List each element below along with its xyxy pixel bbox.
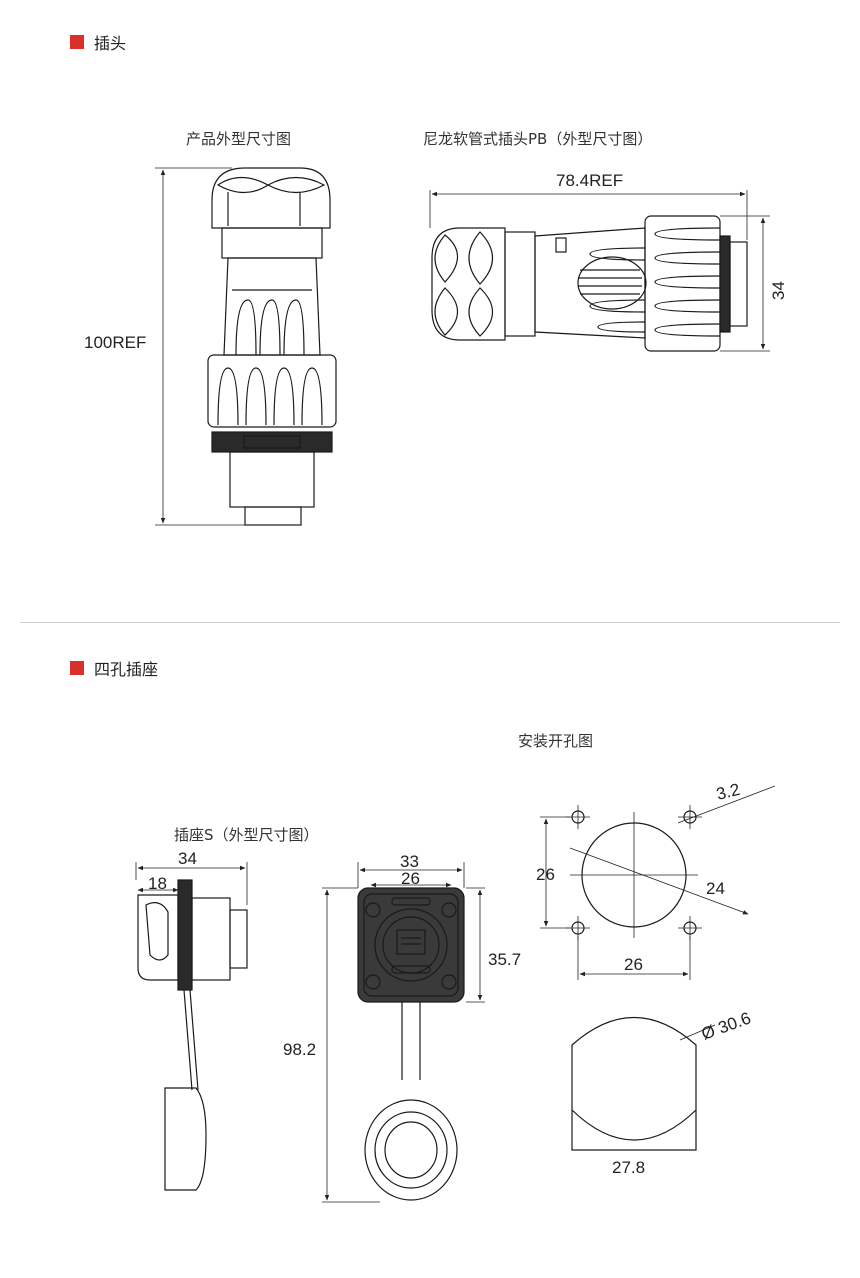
ring-grooves [217, 367, 323, 426]
cutout-shape [571, 1017, 697, 1141]
side-total-label: 34 [178, 849, 197, 868]
plug-horizontal-drawing [429, 190, 770, 352]
dust-cap [164, 1087, 207, 1191]
caption-outline: 产品外型尺寸图 [186, 130, 292, 148]
cutout-extension [571, 1110, 697, 1151]
red-square-icon [70, 661, 84, 675]
front-height-label: 35.7 [488, 950, 521, 969]
section-heading-socket: 四孔插座 [70, 656, 158, 680]
side-flange-label: 18 [148, 874, 167, 893]
cut-flat-label: 27.8 [612, 1158, 645, 1177]
rib [283, 299, 305, 356]
section-divider [20, 622, 840, 623]
socket-side-drawing [135, 862, 248, 1191]
nut-head [211, 167, 331, 229]
dim-leader-hole [677, 785, 776, 824]
knurled-ring [207, 354, 337, 428]
dim-leader-diameter [679, 1024, 716, 1041]
plug-vertical-drawing [155, 167, 337, 526]
nut-head [431, 227, 506, 341]
nut-edge [227, 192, 301, 226]
flange-slot [243, 435, 301, 449]
nut-facet [434, 234, 459, 336]
dim-height-label: 100REF [84, 333, 146, 352]
caption-mount: 安装开孔图 [518, 732, 594, 750]
screw-hole [441, 974, 457, 990]
mounting-hole-drawing [540, 785, 776, 980]
dust-cap-center [384, 1121, 438, 1179]
hole-crosshairs [566, 805, 702, 940]
rib [235, 299, 257, 356]
section-heading-plug: 插头 [70, 30, 126, 54]
front-inner-label: 26 [401, 869, 420, 888]
screw-hole [365, 974, 381, 990]
flange-face [363, 893, 459, 997]
mount-vertical-label: 26 [536, 865, 555, 884]
knurl-lines [578, 269, 642, 295]
panel-flange [177, 879, 193, 991]
ribs [589, 247, 646, 333]
nut-collar [504, 231, 536, 337]
lanyard [183, 989, 199, 1091]
socket-tail [244, 506, 302, 526]
dim-length-label: 78.4REF [556, 171, 623, 190]
logo-plate [391, 897, 431, 906]
dim-diameter-label: 34 [769, 281, 788, 300]
lanyard [401, 1002, 421, 1080]
plug-body [534, 227, 646, 339]
logo-plate [391, 965, 431, 974]
socket-body [191, 897, 231, 981]
mount-circle-label: 24 [706, 879, 725, 898]
nut-collar [221, 227, 323, 259]
ring-grooves [654, 227, 721, 337]
dust-cap-ring [374, 1111, 448, 1189]
nut-facet [216, 176, 270, 194]
cap-detail [145, 902, 169, 961]
socket-tail [729, 241, 748, 327]
red-square-icon [70, 35, 84, 49]
rj45-pins [401, 937, 421, 945]
dust-cap-outer [364, 1099, 458, 1201]
socket-front-drawing [322, 862, 485, 1203]
nut-facet [266, 176, 326, 194]
dim-line-circle [569, 847, 749, 915]
plug-body [223, 257, 321, 356]
rib [259, 299, 281, 356]
cap-body [137, 894, 179, 981]
flange [719, 235, 731, 333]
section-title: 插头 [94, 34, 127, 53]
bolt-hole-group [566, 805, 702, 940]
rj45-jack-icon [396, 929, 426, 955]
mount-horizontal-label: 26 [624, 955, 643, 974]
screw-hole [441, 902, 457, 918]
cutout-drawing [571, 1017, 716, 1151]
caption-nylon-plug: 尼龙软管式插头PB（外型尺寸图） [423, 130, 653, 148]
flange [211, 431, 333, 453]
socket-body [229, 451, 315, 508]
screw-hole [365, 902, 381, 918]
socket-tail [229, 909, 248, 969]
section-title: 四孔插座 [94, 660, 159, 679]
latch [555, 237, 567, 253]
front-total-label: 98.2 [283, 1040, 316, 1059]
knurl-area [577, 256, 647, 310]
socket-ring [374, 908, 448, 982]
socket-flange [357, 887, 465, 1003]
caption-socket-side: 插座S（外型尺寸图） [174, 826, 319, 844]
front-outer-label: 33 [400, 852, 419, 871]
nut-facet [468, 231, 494, 337]
cut-diameter-label: Ø 30.6 [699, 1008, 753, 1043]
